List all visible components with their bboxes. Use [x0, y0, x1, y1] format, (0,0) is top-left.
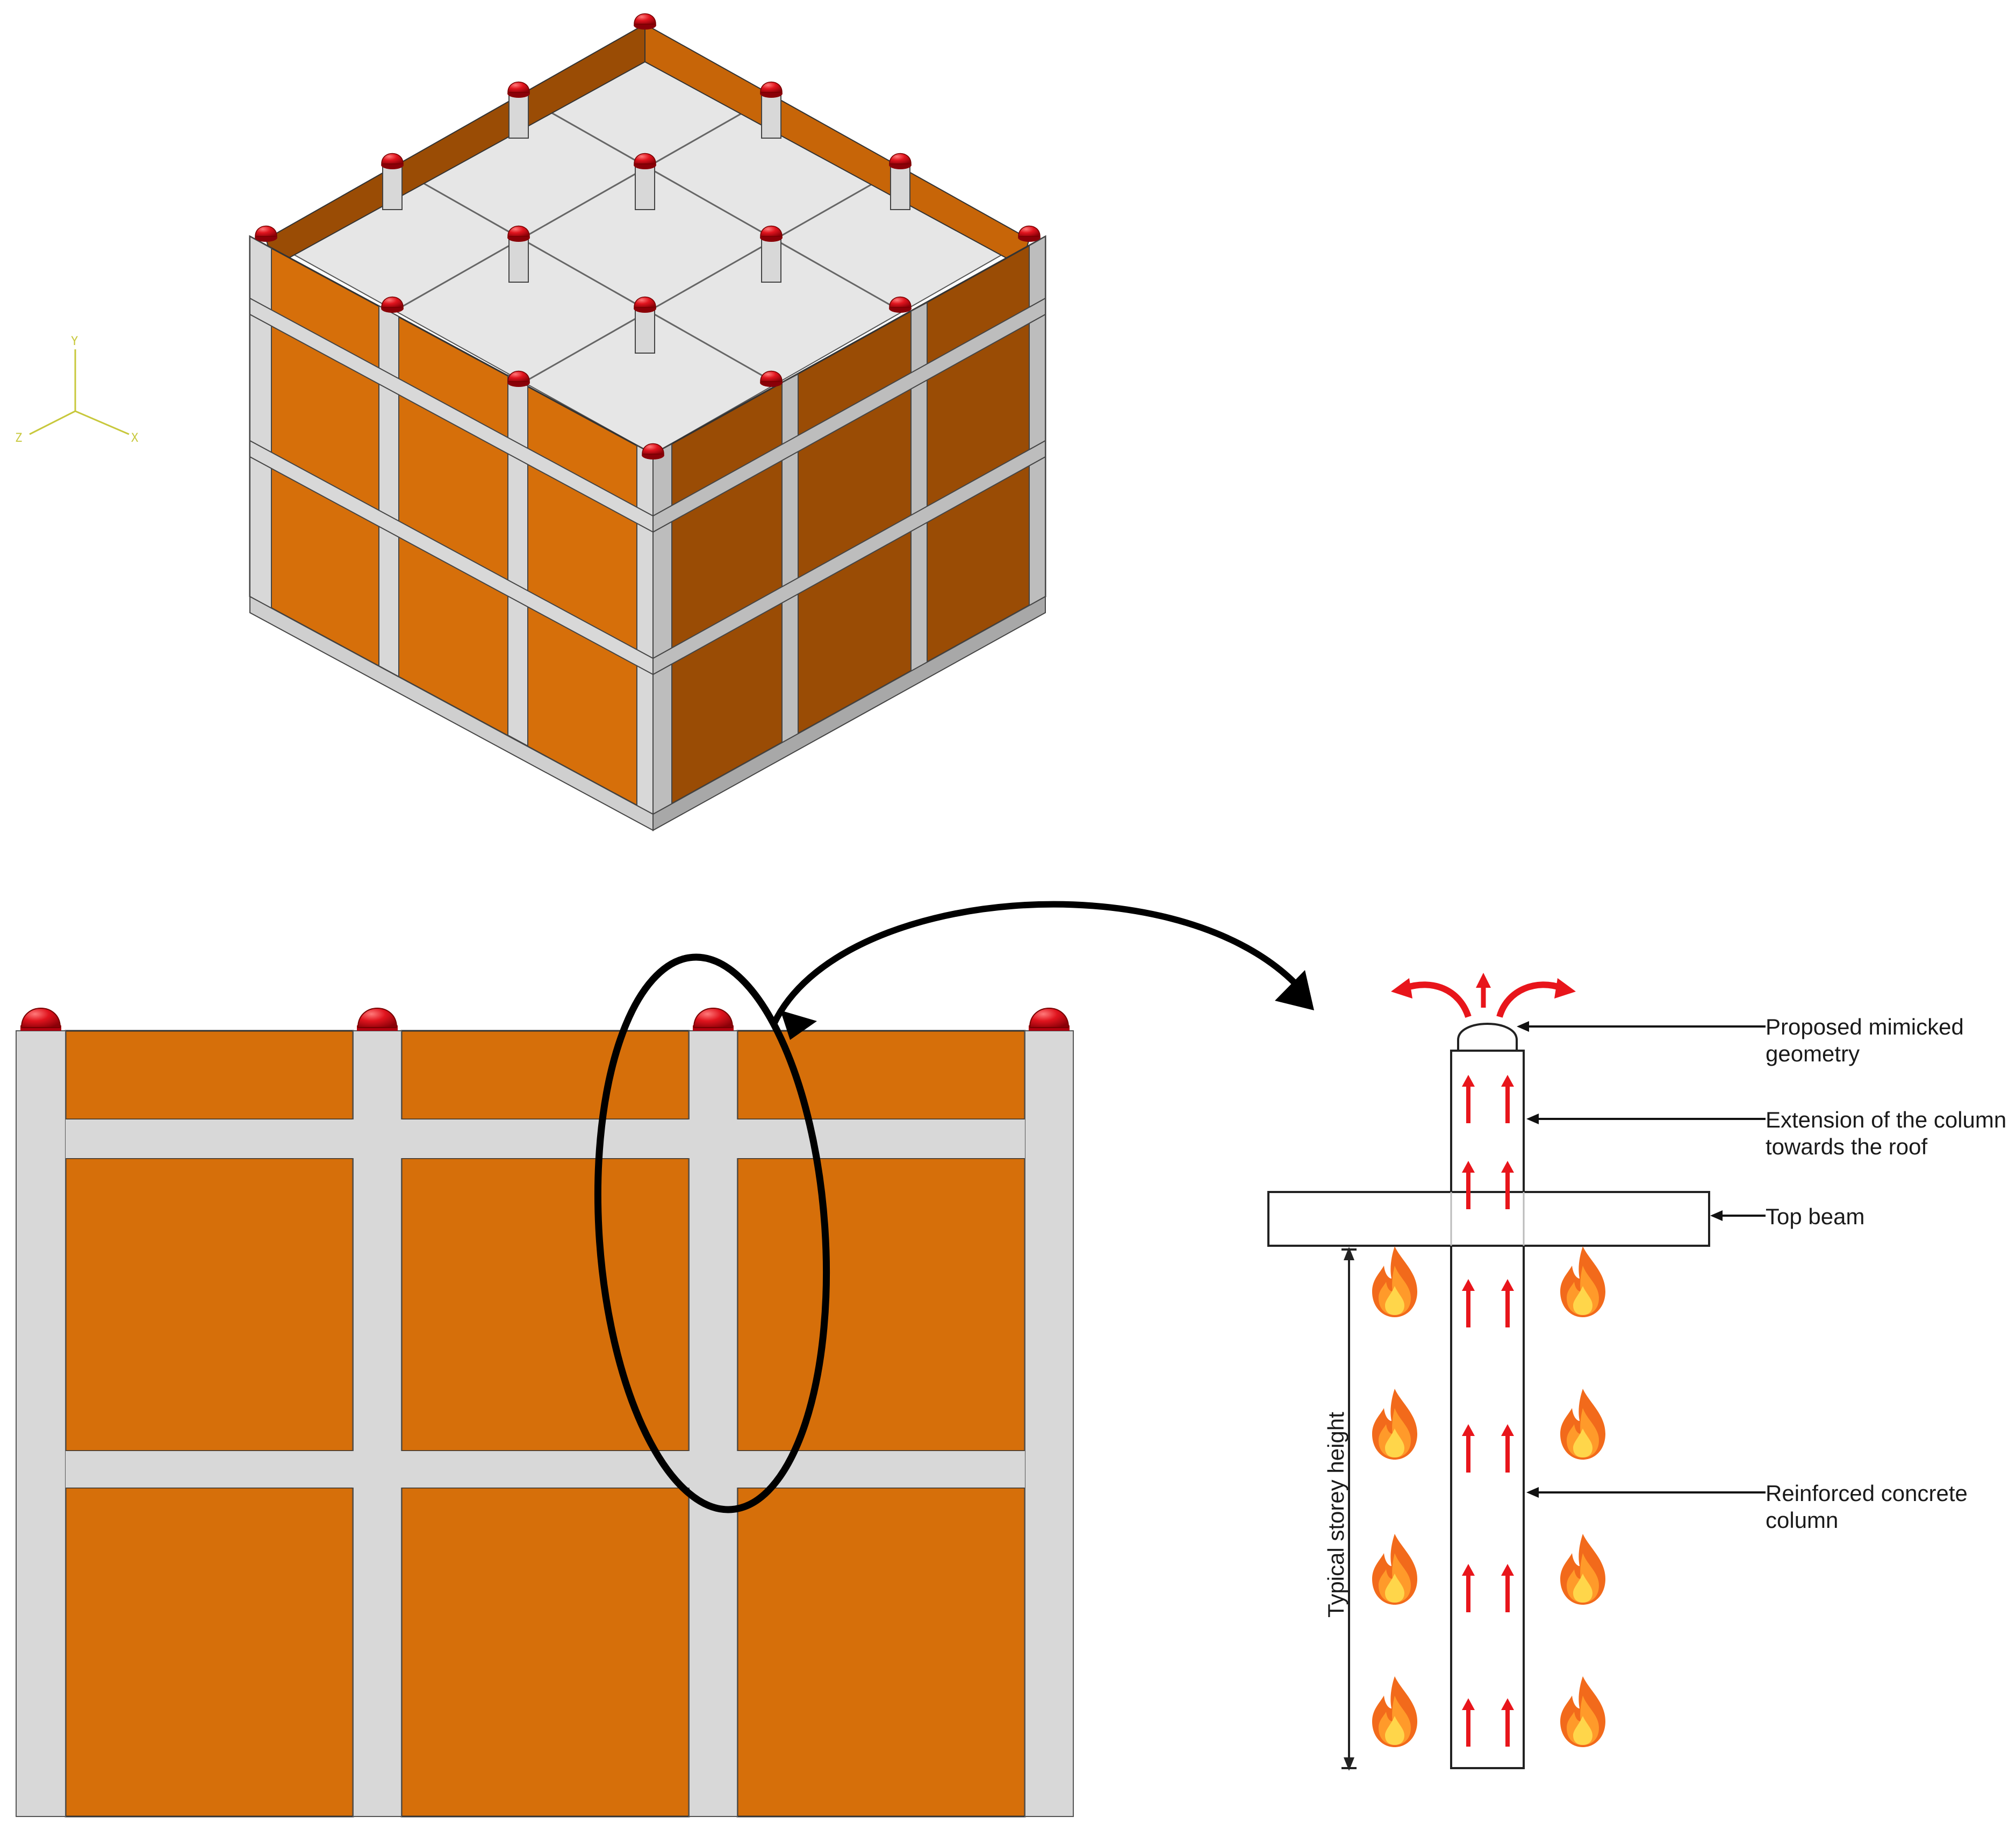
- fire-icon: [1372, 1389, 1417, 1460]
- column-stub: [761, 236, 781, 283]
- column-detail-diagram: Typical storey height Proposed mimicked …: [1267, 973, 2006, 1771]
- left-wall-columns: [249, 235, 654, 815]
- isometric-dome-caps: [255, 13, 1041, 459]
- curved-pointer-tail: [780, 1010, 817, 1040]
- leader-lines: [1522, 1025, 1766, 1493]
- dome-cap-icon: [1018, 225, 1041, 237]
- column-stub: [508, 92, 529, 139]
- fire-icon: [1560, 1676, 1605, 1747]
- elevation-beams: [66, 1119, 1025, 1488]
- label-proposed-geometry-2: geometry: [1766, 1041, 1860, 1066]
- dome-cap-icon: [634, 153, 656, 164]
- label-proposed-geometry-1: Proposed mimicked: [1766, 1014, 1964, 1039]
- dome-cap-icon: [381, 296, 404, 308]
- column-stub: [890, 163, 910, 210]
- dome-cap-icon: [693, 1008, 734, 1028]
- label-extension-1: Extension of the column: [1766, 1107, 2006, 1132]
- leader-arrowheads: [1517, 1021, 1723, 1498]
- fire-icon: [1372, 1534, 1417, 1605]
- column-stub: [635, 307, 655, 354]
- right-wall-beams: [652, 297, 1046, 676]
- dome-cap-icon: [507, 81, 530, 93]
- label-top-beam: Top beam: [1766, 1204, 1864, 1229]
- dome-cap-icon: [760, 81, 783, 93]
- fire-icon: [1560, 1389, 1605, 1460]
- dome-cap-icon: [357, 1008, 398, 1028]
- dome-cap-icon: [889, 153, 912, 164]
- storey-height-dimension: [1341, 1247, 1357, 1771]
- roof-column-stubs: [382, 92, 910, 354]
- label-rc-column-2: column: [1766, 1507, 1838, 1533]
- dome-cap-icon: [760, 225, 783, 237]
- slab-grid: [394, 95, 902, 383]
- fire-icon: [1560, 1534, 1605, 1605]
- dome-cap-icon: [1029, 1008, 1070, 1028]
- right-wall-columns: [652, 235, 1046, 815]
- airflow-arrow-icon: [1391, 973, 1576, 1018]
- dome-cap-icon: [760, 370, 783, 382]
- axis-label-x: X: [131, 432, 139, 445]
- dome-cap-icon: [634, 296, 656, 308]
- top-beam: [1267, 1191, 1710, 1247]
- fire-icon: [1560, 1246, 1605, 1317]
- dome-cap-icon: [889, 296, 912, 308]
- label-extension-2: towards the roof: [1766, 1134, 1927, 1159]
- elevation-columns: [16, 1030, 1074, 1817]
- base-edge-right: [652, 595, 1046, 831]
- curved-pointer-arrowhead: [1275, 970, 1314, 1010]
- column-stub: [635, 163, 655, 210]
- elevation-infill-panels: [64, 1030, 1026, 1818]
- elevation-dome-caps: [20, 1008, 1070, 1031]
- front-elevation: [16, 901, 1314, 1818]
- dome-cap-icon: [507, 370, 530, 382]
- dome-cap-icon: [507, 225, 530, 237]
- label-rc-column-1: Reinforced concrete: [1766, 1481, 1968, 1506]
- column-stub: [761, 92, 781, 139]
- isometric-building-model: [249, 13, 1046, 831]
- dome-cap-icon: [255, 225, 277, 237]
- left-wall-beams: [249, 297, 654, 676]
- dome-cap-icon: [634, 13, 656, 25]
- dome-cap-icon: [642, 443, 664, 455]
- axis-label-y: Y: [71, 335, 78, 348]
- highlight-ellipse: [594, 953, 830, 1513]
- rc-column: [1450, 1050, 1525, 1769]
- dome-cap-icon: [1457, 1023, 1518, 1052]
- column-stub: [382, 163, 403, 210]
- column-stub: [508, 236, 529, 283]
- fire-icon: [1372, 1246, 1417, 1317]
- fire-icon: [1372, 1676, 1417, 1747]
- curved-pointer-arrow: [771, 901, 1298, 1025]
- storey-height-label: Typical storey height: [1323, 1412, 1348, 1618]
- dome-cap-icon: [381, 153, 404, 164]
- axis-label-z: Z: [15, 432, 22, 445]
- axis-triad: Y Z X: [15, 335, 139, 445]
- dome-cap-icon: [20, 1008, 61, 1028]
